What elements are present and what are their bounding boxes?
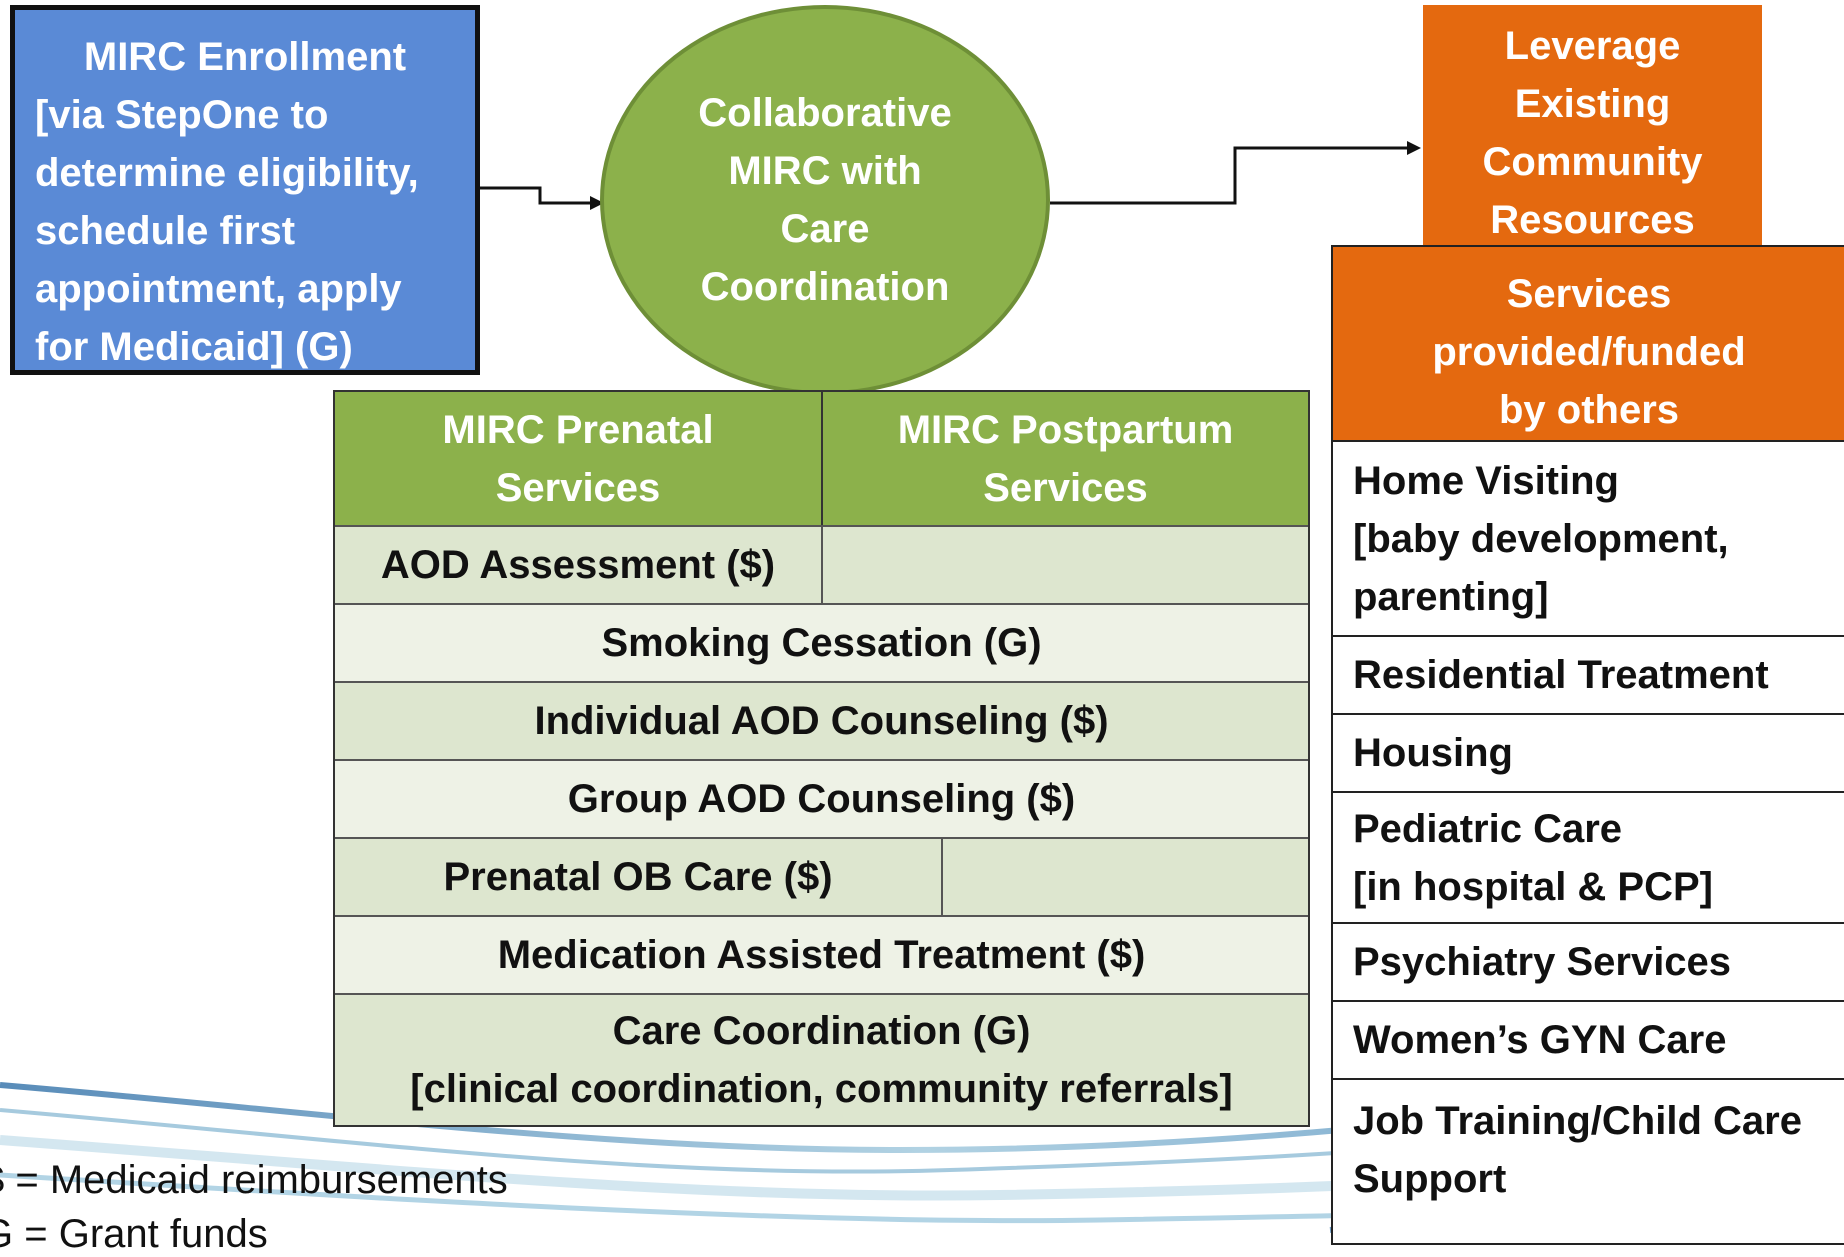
legend-medicaid: $ = Medicaid reimbursements xyxy=(0,1158,508,1202)
enrollment-line: schedule first xyxy=(35,209,296,253)
individual-counseling-cell: Individual AOD Counseling ($) xyxy=(534,699,1109,743)
row-line: Pediatric Care xyxy=(1353,806,1623,851)
row-line: [baby development, xyxy=(1353,516,1729,561)
prenatal-ob-cell: Prenatal OB Care ($) xyxy=(335,839,943,915)
others-services-table: Services provided/funded by others Home … xyxy=(1331,245,1844,1245)
smoking-cessation-row: Smoking Cessation (G) xyxy=(335,605,1308,683)
enrollment-line: for Medicaid] (G) xyxy=(35,325,353,369)
care-coordination-row: Care Coordination (G) [clinical coordina… xyxy=(335,995,1308,1125)
prenatal-header: MIRC Prenatal Services xyxy=(335,392,823,525)
care-coord-line: [clinical coordination, community referr… xyxy=(410,1067,1233,1111)
row-line: parenting] xyxy=(1353,574,1549,619)
row-residential-treatment: Residential Treatment xyxy=(1333,637,1844,715)
hub-line: MIRC with xyxy=(728,149,922,193)
legend-grant: G = Grant funds xyxy=(0,1212,268,1256)
header-line: provided/funded xyxy=(1432,330,1746,374)
leverage-line: Community xyxy=(1482,140,1703,184)
collaborative-mirc-hub: Collaborative MIRC with Care Coordinatio… xyxy=(600,5,1050,395)
hub-line: Collaborative xyxy=(698,91,952,135)
row-line: Women’s GYN Care xyxy=(1353,1018,1727,1062)
row-line: Housing xyxy=(1353,731,1513,775)
row-line: Residential Treatment xyxy=(1353,653,1769,697)
row-line: [in hospital & PCP] xyxy=(1353,864,1713,909)
leverage-line: Leverage xyxy=(1504,24,1681,68)
empty-cell xyxy=(823,527,1308,603)
row-home-visiting: Home Visiting [baby development, parenti… xyxy=(1333,442,1844,637)
group-counseling-row: Group AOD Counseling ($) xyxy=(335,761,1308,839)
aod-assessment-row: AOD Assessment ($) xyxy=(335,527,1308,605)
row-housing: Housing xyxy=(1333,715,1844,793)
leverage-resources-box: Leverage Existing Community Resources xyxy=(1423,5,1762,248)
connector-hub-to-resources xyxy=(1050,141,1421,205)
row-womens-gyn: Women’s GYN Care xyxy=(1333,1002,1844,1080)
enrollment-line: appointment, apply xyxy=(35,267,402,311)
mirc-enrollment-box: MIRC Enrollment [via StepOne to determin… xyxy=(10,5,480,375)
row-line: Home Visiting xyxy=(1353,458,1619,503)
postpartum-header: MIRC Postpartum Services xyxy=(823,392,1308,525)
hub-line: Coordination xyxy=(700,265,950,309)
header-line: Services xyxy=(983,465,1148,510)
row-line: Support xyxy=(1353,1157,1507,1201)
hub-line: Care xyxy=(780,207,870,251)
aod-assessment-cell: AOD Assessment ($) xyxy=(335,527,823,603)
header-line: MIRC Prenatal xyxy=(442,407,714,452)
row-line: Job Training/Child Care xyxy=(1353,1099,1802,1143)
row-pediatric-care: Pediatric Care [in hospital & PCP] xyxy=(1333,793,1844,924)
enrollment-line: determine eligibility, xyxy=(35,151,419,195)
enrollment-title: MIRC Enrollment xyxy=(83,35,407,79)
mat-cell: Medication Assisted Treatment ($) xyxy=(497,933,1146,977)
enrollment-line: [via StepOne to xyxy=(35,93,329,137)
care-coordination-cell: Care Coordination (G) [clinical coordina… xyxy=(335,995,1308,1125)
header-line: Services xyxy=(495,465,661,510)
header-line: by others xyxy=(1498,388,1680,432)
empty-cell xyxy=(943,839,1308,915)
care-coord-line: Care Coordination (G) xyxy=(612,1009,1031,1053)
connector-enroll-to-hub xyxy=(480,186,604,210)
row-psychiatry: Psychiatry Services xyxy=(1333,924,1844,1002)
mat-row: Medication Assisted Treatment ($) xyxy=(335,917,1308,995)
prenatal-ob-row: Prenatal OB Care ($) xyxy=(335,839,1308,917)
group-counseling-cell: Group AOD Counseling ($) xyxy=(567,777,1076,821)
leverage-line: Resources xyxy=(1490,198,1695,242)
header-line: Services xyxy=(1506,272,1672,316)
row-job-training: Job Training/Child Care Support xyxy=(1333,1080,1844,1220)
leverage-line: Existing xyxy=(1514,82,1671,126)
mirc-header-row: MIRC Prenatal Services MIRC Postpartum S… xyxy=(335,392,1308,527)
header-line: MIRC Postpartum xyxy=(897,407,1234,452)
others-services-header: Services provided/funded by others xyxy=(1333,247,1844,442)
smoking-cessation-cell: Smoking Cessation (G) xyxy=(601,621,1042,665)
row-line: Psychiatry Services xyxy=(1353,940,1732,984)
individual-counseling-row: Individual AOD Counseling ($) xyxy=(335,683,1308,761)
mirc-services-table: MIRC Prenatal Services MIRC Postpartum S… xyxy=(333,390,1310,1127)
